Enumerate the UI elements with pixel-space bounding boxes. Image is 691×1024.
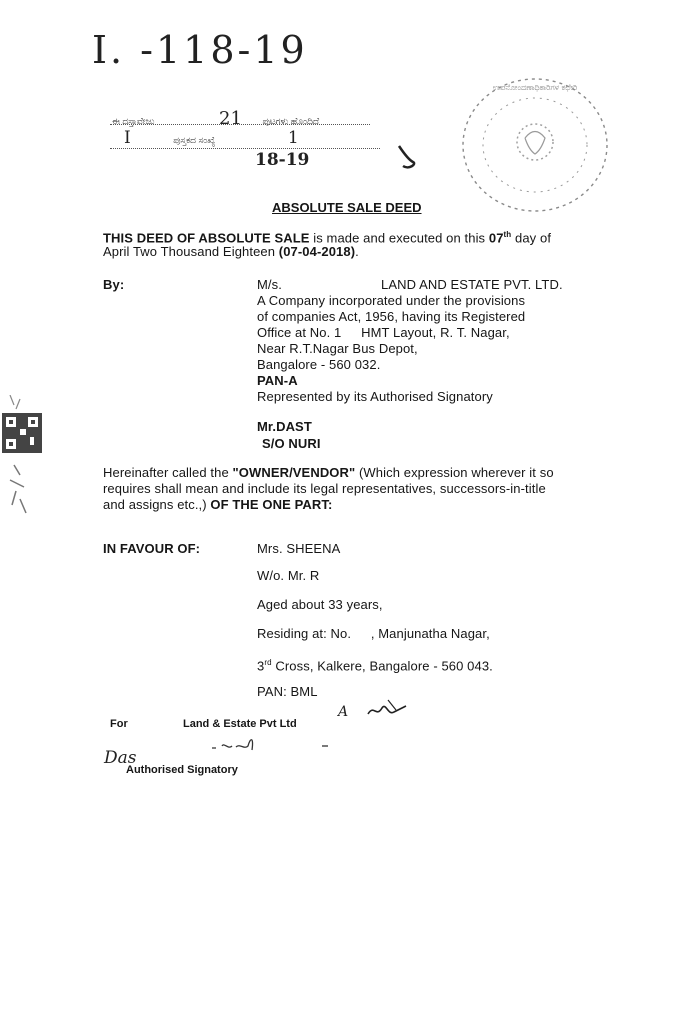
vendor-line-5: Bangalore - 560 032. <box>257 357 381 372</box>
purchaser-age: Aged about 33 years, <box>257 597 383 612</box>
intro-line2: April Two Thousand Eighteen <box>103 244 279 259</box>
company-stamp-role: Authorised Signatory <box>126 764 238 776</box>
hereinafter-line-2: requires shall mean and include its lega… <box>103 481 546 496</box>
deed-title: ABSOLUTE SALE DEED <box>272 200 422 215</box>
endorsement-line2-prefix: ಪುಸ್ತಕದ ಸಂಖ್ಯೆ <box>173 135 216 145</box>
endorsement-year: 18-19 <box>255 150 310 170</box>
seal-text: ಉಪನೋಂದಣಾಧಿಕಾರಿಗಳ ಕಛೇರಿ <box>493 83 577 92</box>
endorsement-page: 1 <box>287 128 299 148</box>
company-stamp-for: For <box>110 718 128 730</box>
vendor-pan: PAN-A <box>257 373 298 388</box>
endorsement-pages: 21 <box>219 108 242 129</box>
vendor-name: LAND AND ESTATE PVT. LTD. <box>381 277 563 292</box>
vendor-name-line: M/s. LAND AND ESTATE PVT. LTD. <box>257 277 657 293</box>
vendor-line-1: A Company incorporated under the provisi… <box>257 293 526 308</box>
intro-text-a: is made and executed on this <box>309 230 489 246</box>
intro-text-b: day of <box>511 230 552 246</box>
company-stamp-name: Land & Estate Pvt Ltd <box>183 718 297 730</box>
intro-line-1: THIS DEED OF ABSOLUTE SALE is made and e… <box>103 227 551 246</box>
endorsement-kannada-suffix: ಪುಟಗಳು ಹೊಂದಿದೆ <box>262 116 320 126</box>
hereinafter-line-1: Hereinafter called the "OWNER/VENDOR" (W… <box>103 465 554 481</box>
vendor-line-3: Office at No. 1 HMT Layout, R. T. Nagar, <box>257 325 510 341</box>
purchaser-initials: A <box>338 704 349 720</box>
vendor-signatory: Mr.DAST <box>257 419 312 434</box>
vendor-line-2: of companies Act, 1956, having its Regis… <box>257 309 526 324</box>
vendor-signatory-parent: S/O NURI <box>262 436 321 451</box>
hereinafter-text1: Hereinafter called the <box>103 465 233 480</box>
vendor-label: By: <box>103 277 125 292</box>
hereinafter-bold: "OWNER/VENDOR" <box>232 465 356 480</box>
endorsement-line-2-text: I ಪುಸ್ತಕದ ಸಂಖ್ಯೆ 1 <box>112 128 299 148</box>
vendor-represented: Represented by its Authorised Signatory <box>257 389 493 404</box>
company-signature-icon <box>212 739 328 751</box>
vendor-name-prefix: M/s. <box>257 277 282 292</box>
purchaser-name: Mrs. SHEENA <box>257 541 341 556</box>
endorsement-book: I <box>124 128 131 148</box>
purchaser-address2-sup: rd <box>264 658 272 667</box>
purchaser-label: IN FAVOUR OF: <box>103 541 201 556</box>
hereinafter-line-3: and assigns etc.,) OF THE ONE PART: <box>103 497 332 513</box>
purchaser-signature-icon <box>367 699 407 715</box>
hereinafter-bold-end: OF THE ONE PART: <box>210 497 333 512</box>
purchaser-wife-of: W/o. Mr. R <box>257 568 320 583</box>
endorsement-line-1 <box>110 124 370 125</box>
company-signature-initials: Das <box>104 748 137 768</box>
intro-end: . <box>355 244 359 259</box>
hereinafter-line3: and assigns etc.,) <box>103 497 211 512</box>
intro-bold-lead: THIS DEED OF ABSOLUTE SALE <box>103 230 310 246</box>
purchaser-pan: PAN: BML <box>257 684 318 699</box>
signature-mark-icon <box>397 145 416 169</box>
vendor-line-4: Near R.T.Nagar Bus Depot, <box>257 341 418 356</box>
vendor-office-layout: HMT Layout, R. T. Nagar, <box>361 325 510 340</box>
purchaser-residing: Residing at: No. <box>257 626 352 641</box>
intro-day: 07 <box>488 230 504 246</box>
purchaser-residing-line: Residing at: No. , Manjunatha Nagar, <box>257 626 490 642</box>
endorsement-kannada-prefix: ಈ ದಸ್ತಾವೇಜು <box>112 116 155 126</box>
purchaser-address2-prefix: 3 <box>257 658 265 674</box>
purchaser-residing-place: , Manjunatha Nagar, <box>370 626 490 641</box>
purchaser-address2: Cross, Kalkere, Bangalore - 560 043. <box>271 658 493 674</box>
endorsement-line-1-text: ಈ ದಸ್ತಾವೇಜು 21 ಪುಟಗಳು ಹೊಂದಿದೆ <box>112 108 319 129</box>
endorsement-line-2 <box>110 148 380 149</box>
vendor-office-no: Office at No. 1 <box>257 325 342 340</box>
intro-day-suffix: th <box>503 230 512 239</box>
hereinafter-text2: (Which expression wherever it so <box>355 465 554 480</box>
intro-line-2: April Two Thousand Eighteen (07-04-2018)… <box>103 244 359 260</box>
intro-date: (07-04-2018) <box>278 244 356 259</box>
purchaser-address-line-2: 3rd Cross, Kalkere, Bangalore - 560 043. <box>257 655 493 674</box>
qr-code-icon <box>2 395 42 514</box>
registration-seal-icon: ಉಪನೋಂದಣಾಧಿಕಾರಿಗಳ ಕಛೇರಿ <box>462 78 608 212</box>
registration-number: I. -118-19 <box>92 28 308 72</box>
